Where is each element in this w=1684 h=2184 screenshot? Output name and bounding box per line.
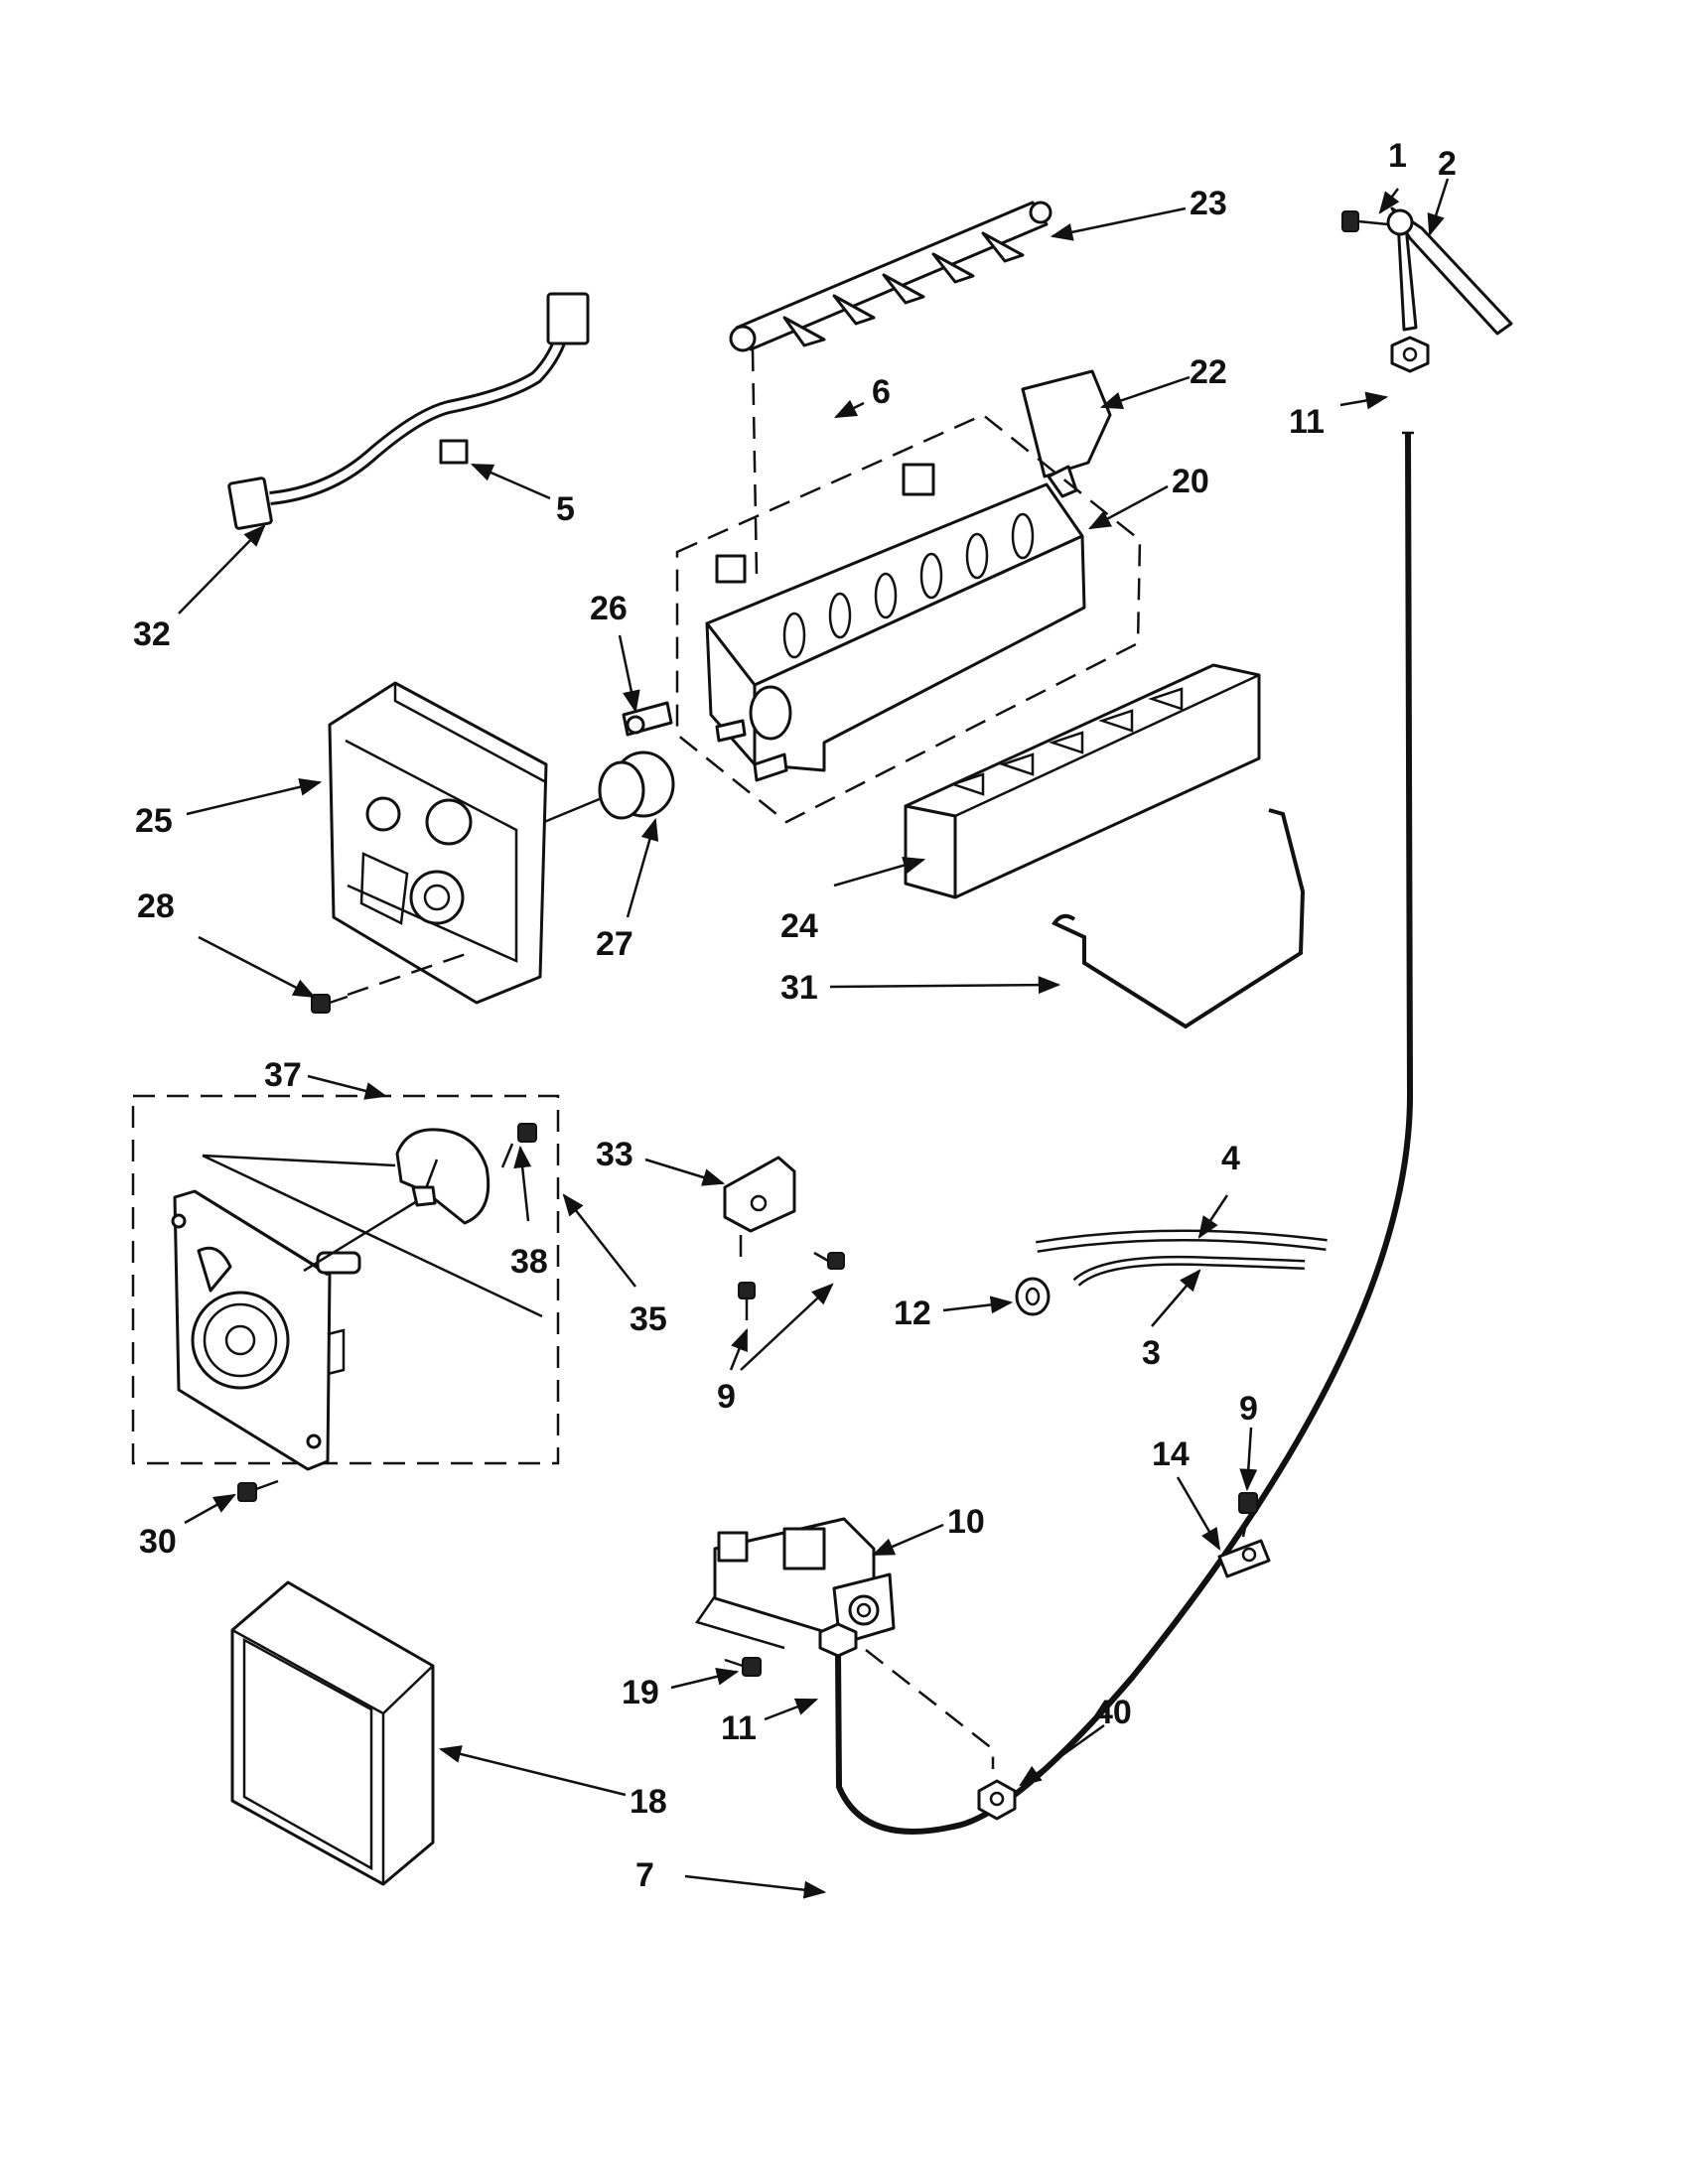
leader-lines: [178, 178, 1450, 1899]
motor-screw-part: [500, 1123, 537, 1168]
callout-6: 6: [872, 373, 891, 411]
stripper-part: [904, 663, 1261, 899]
callout-37: 37: [264, 1056, 302, 1094]
module-screw-part: [237, 1479, 279, 1502]
callout-2: 2: [1438, 145, 1457, 183]
valve-nut-part: [818, 1622, 858, 1658]
callout-23: 23: [1190, 185, 1227, 222]
valve-screw-part: [724, 1657, 762, 1677]
housing-part: [328, 681, 548, 1005]
cover-part: [1021, 369, 1112, 498]
callout-10: 10: [947, 1503, 985, 1541]
clip-part: [439, 439, 469, 465]
callout-12: 12: [894, 1295, 931, 1332]
callout-35: 35: [630, 1300, 667, 1338]
thermostat-part: [543, 751, 675, 824]
callout-40: 40: [1094, 1694, 1132, 1731]
motor-part: [395, 1128, 491, 1225]
callout-11-valve: 11: [721, 1709, 757, 1747]
water-valve-part: [694, 1517, 896, 1650]
callout-labels: 1 2 23 22 6 20 11 5 32 26 25 27 28 24 31…: [133, 137, 1457, 1894]
callout-9-center: 9: [717, 1378, 736, 1416]
clamp-part: [1217, 1518, 1271, 1578]
callout-18: 18: [630, 1783, 667, 1821]
callout-33: 33: [596, 1136, 633, 1173]
callout-31: 31: [780, 969, 818, 1007]
callout-20: 20: [1172, 463, 1209, 500]
callout-1: 1: [1388, 137, 1407, 175]
box-part: [230, 1580, 435, 1886]
wire-harness-part: [227, 292, 590, 530]
motor-assembly-outline: [131, 1094, 560, 1465]
callout-24: 24: [780, 907, 818, 945]
callout-11-top: 11: [1289, 403, 1325, 441]
callout-26: 26: [590, 590, 628, 627]
callout-19: 19: [622, 1674, 659, 1711]
mold-part: [705, 463, 1086, 782]
nut-12-part: [1015, 1277, 1051, 1316]
callout-22: 22: [1190, 353, 1227, 391]
nut-40-part: [977, 1779, 1017, 1821]
callout-38: 38: [510, 1243, 548, 1281]
screw-9-part: [738, 1251, 845, 1320]
module-part: [171, 1189, 361, 1471]
bracket-part: [723, 1156, 796, 1257]
callout-5: 5: [556, 490, 575, 528]
tube-3-part: [1072, 1255, 1306, 1287]
callout-25: 25: [135, 802, 173, 840]
callout-3: 3: [1142, 1334, 1161, 1372]
tube-4-part: [1036, 1229, 1328, 1253]
callout-4: 4: [1221, 1140, 1240, 1177]
screw-part: [1341, 210, 1389, 232]
callout-30: 30: [139, 1523, 177, 1561]
shutoff-arm-part: [1052, 808, 1306, 1029]
nut-part: [1390, 336, 1430, 373]
callout-7: 7: [635, 1856, 654, 1894]
callout-27: 27: [596, 925, 633, 963]
fill-tube-part: [1386, 206, 1513, 336]
water-tube-part: [835, 432, 1414, 1835]
callout-32: 32: [133, 615, 171, 653]
callout-14: 14: [1152, 1435, 1190, 1473]
housing-screw-part: [311, 994, 349, 1014]
screw-9b-part: [1238, 1492, 1258, 1514]
thermostat-clip-part: [622, 701, 673, 737]
callout-28: 28: [137, 887, 175, 925]
ejector-part: [729, 201, 1052, 352]
callout-9-right: 9: [1239, 1390, 1258, 1428]
